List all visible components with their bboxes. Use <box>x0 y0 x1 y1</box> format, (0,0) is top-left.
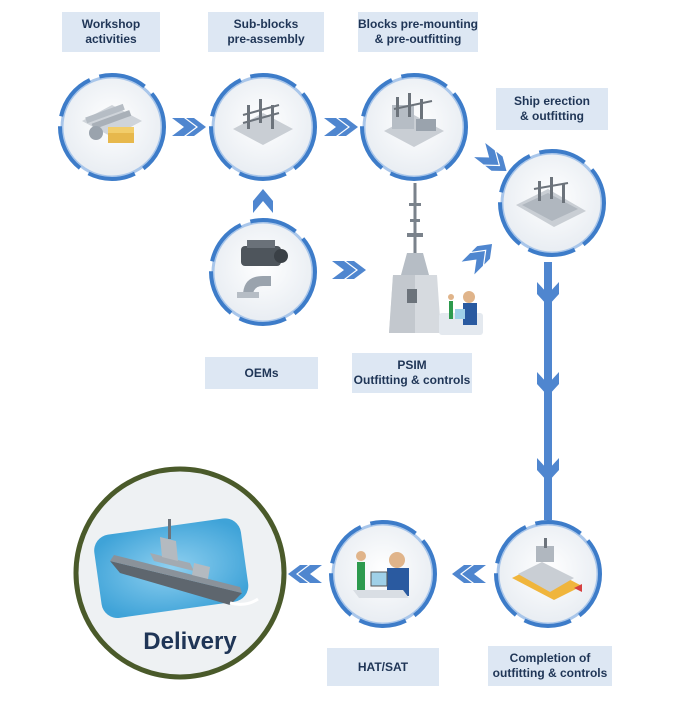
ship-outfitting-icon <box>512 538 582 600</box>
arrow-diagonal-up-icon <box>461 243 493 275</box>
stage-subblocks <box>209 73 317 181</box>
label-hat-sat: HAT/SAT <box>327 648 439 686</box>
arrow-diagonal-down-icon <box>474 142 507 172</box>
mast-equipment-icon <box>389 183 441 333</box>
label-line: Outfitting & controls <box>353 373 471 387</box>
stage-oems <box>209 218 317 326</box>
label-oems: OEMs <box>205 357 318 389</box>
arrow-up-icon <box>253 189 273 213</box>
label-line: outfitting & controls <box>492 666 608 680</box>
arrow-right-icon <box>172 118 206 136</box>
label-line: PSIM <box>397 358 427 372</box>
delivery-label: Delivery <box>143 628 237 655</box>
frigate-ship-icon <box>94 518 259 618</box>
label-line: Blocks pre-mounting <box>358 17 479 31</box>
arrow-down-icon <box>537 372 559 396</box>
label-line: Workshop <box>81 17 141 31</box>
label-line: Ship erection <box>513 94 590 108</box>
engine-equipment-icon <box>237 240 288 298</box>
stage-completion <box>494 520 602 628</box>
stage-ship-erection <box>498 149 606 257</box>
arrow-down-icon <box>537 458 559 482</box>
label-line: & pre-outfitting <box>374 32 462 46</box>
test-engineer-icon <box>353 551 409 598</box>
engineer-with-tablet-icon <box>439 291 483 335</box>
label-sub-blocks: Sub-blocks pre-assembly <box>208 12 324 52</box>
arrow-down-icon <box>537 282 559 306</box>
label-line: pre-assembly <box>227 32 305 46</box>
stage-psim <box>389 183 483 335</box>
flow-arrows <box>172 118 559 583</box>
arrow-right-icon <box>324 118 358 136</box>
steel-materials-icon <box>82 103 142 143</box>
arrow-left-icon <box>452 565 486 583</box>
label-ship-erection: Ship erection & outfitting <box>496 88 608 130</box>
stage-delivery <box>73 466 287 680</box>
stage-blocks <box>360 73 468 181</box>
label-line: HAT/SAT <box>357 659 409 674</box>
label-blocks-pre-mounting: Blocks pre-mounting & pre-outfitting <box>358 12 478 52</box>
stage-hat-sat <box>329 520 437 628</box>
label-line: Sub-blocks <box>233 17 299 31</box>
stage-workshop <box>58 73 166 181</box>
arrow-left-icon <box>288 565 322 583</box>
label-line: Completion of <box>509 651 591 665</box>
label-workshop-activities: Workshop activities <box>62 12 160 52</box>
label-line: activities <box>85 32 137 46</box>
hull-subblock-icon <box>233 99 293 145</box>
label-line: OEMs <box>244 365 279 380</box>
arrow-right-icon <box>332 261 366 279</box>
label-psim: PSIM Outfitting & controls <box>352 353 472 393</box>
label-completion: Completion of outfitting & controls <box>488 646 612 686</box>
hull-block-icon <box>384 93 444 147</box>
label-line: & outfitting <box>520 109 584 123</box>
ship-erection-icon <box>516 177 586 227</box>
